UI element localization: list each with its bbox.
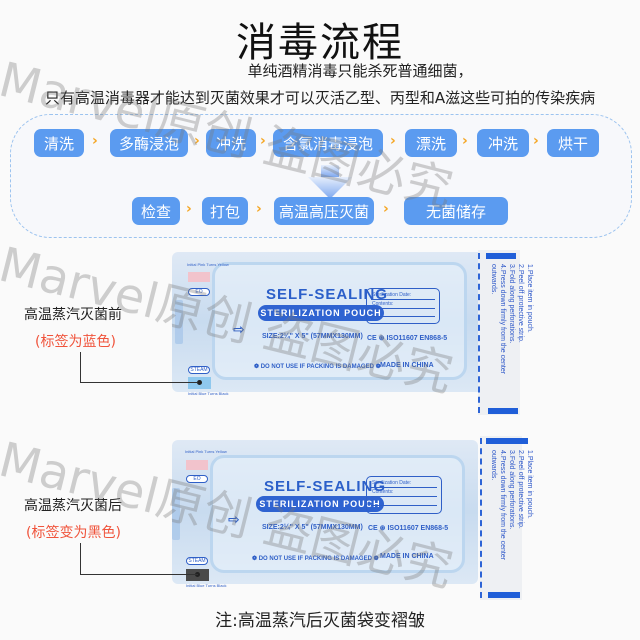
label-form: Sterilization Date: Contents: [366,476,442,514]
warning-text: ❁ DO NOT USE IF PACKING IS DAMAGED ❁ [254,364,381,370]
form-date-label: Sterilization Date: [372,480,412,486]
chevron-right-icon: › [194,133,200,149]
before-label: 高温蒸汽灭菌前 [24,307,122,323]
flow-step-wash: 清洗 [34,129,84,157]
pink-indicator-text: Initial Pink Turns Yellow [185,449,227,454]
peel-strip: 1.Place item in pouch.2.Peel off protect… [480,436,533,600]
flow-step-rinse: 冲洗 [206,129,256,157]
pouch-brand: SELF-SEALING [266,286,389,303]
peel-strip: 1.Place item in pouch.2.Peel off protect… [478,250,533,415]
pouch-brand: SELF-SEALING [264,478,387,495]
label-form: Sterilization Date: Contents: [366,288,440,324]
after-note: (标签变为黑色) [26,525,121,541]
chevron-right-icon: › [383,201,389,217]
form-contents-label: Contents: [372,489,394,495]
pouch-size: SIZE:2¼" X 5" (57MMX130MM) [262,333,363,340]
chevron-right-icon: › [186,201,192,217]
flow-step-inspect: 检查 [132,197,180,225]
made-in-text: MADE IN CHINA [380,362,434,369]
pink-indicator [186,460,208,470]
instructions-text: 1.Place item in pouch.2.Peel off protect… [490,264,533,375]
subtitle-line-1: 单纯酒精消毒只能杀死普通细菌， [247,62,473,80]
flow-step-chlorine-soak: 含氯消毒浸泡 [273,129,383,157]
footer-note: 注:高温蒸汽后灭菌袋变褶皱 [215,611,425,631]
flow-step-pack: 打包 [202,197,248,225]
arrow-down-icon [308,165,352,199]
before-note: (标签为蓝色) [35,334,116,350]
chevron-right-icon: › [390,133,396,149]
leader-line-after [80,543,198,575]
form-contents-label: Contents: [372,301,394,307]
form-date-label: Sterilization Date: [372,292,412,298]
flow-step-enzyme-soak: 多酶浸泡 [110,129,188,157]
pink-indicator-text: Initial Pink Turns Yellow [187,262,229,267]
open-arrow-icon: ⇨ [228,512,240,528]
flow-step-dry: 烘干 [547,129,599,157]
eo-badge: EO [188,288,210,296]
flow-step-sterile-storage: 无菌储存 [404,197,508,225]
blue-indicator-text: Initial Blue Turns Black [188,391,229,396]
flow-step-autoclave: 高温高压灭菌 [274,197,374,225]
open-arrow-icon: ⇨ [233,322,245,338]
steam-indicator-blue [188,377,211,389]
after-label: 高温蒸汽灭菌后 [24,498,122,514]
certifications: CE ⊛ ISO11607 EN868-5 [367,335,448,342]
steam-badge: STEAM [188,366,210,374]
chevron-right-icon: › [92,133,98,149]
eo-badge: EO [186,475,208,483]
page-title: 消毒流程 [236,20,404,66]
certifications: CE ⊛ ISO11607 EN868-5 [368,525,449,532]
leader-line-before [80,352,198,383]
pouch-type-banner: STERILIZATION POUCH [258,305,384,321]
blue-indicator-text: Initial Blue Turns Black [186,583,227,588]
instructions-text: 1.Place item in pouch.2.Peel off protect… [490,450,533,561]
flow-step-rinse-2: 冲洗 [477,129,529,157]
flow-step-flush: 漂洗 [405,129,457,157]
subtitle-line-2: 只有高温消毒器才能达到灭菌效果才可以灭活乙型、丙型和A滋这些可拍的传染疾病 [44,89,596,107]
chevron-right-icon: › [260,133,266,149]
pouch-size: SIZE:2¼" X 5" (57MMX130MM) [262,524,363,531]
steam-badge: STEAM [186,557,208,565]
pink-indicator [188,272,210,282]
chevron-right-icon: › [462,133,468,149]
chevron-right-icon: › [533,133,539,149]
pouch-type-banner: STERILIZATION POUCH [256,496,384,512]
warning-text: ❁ DO NOT USE IF PACKING IS DAMAGED ❁ [252,556,379,562]
made-in-text: MADE IN CHINA [380,553,434,560]
chevron-right-icon: › [256,201,262,217]
